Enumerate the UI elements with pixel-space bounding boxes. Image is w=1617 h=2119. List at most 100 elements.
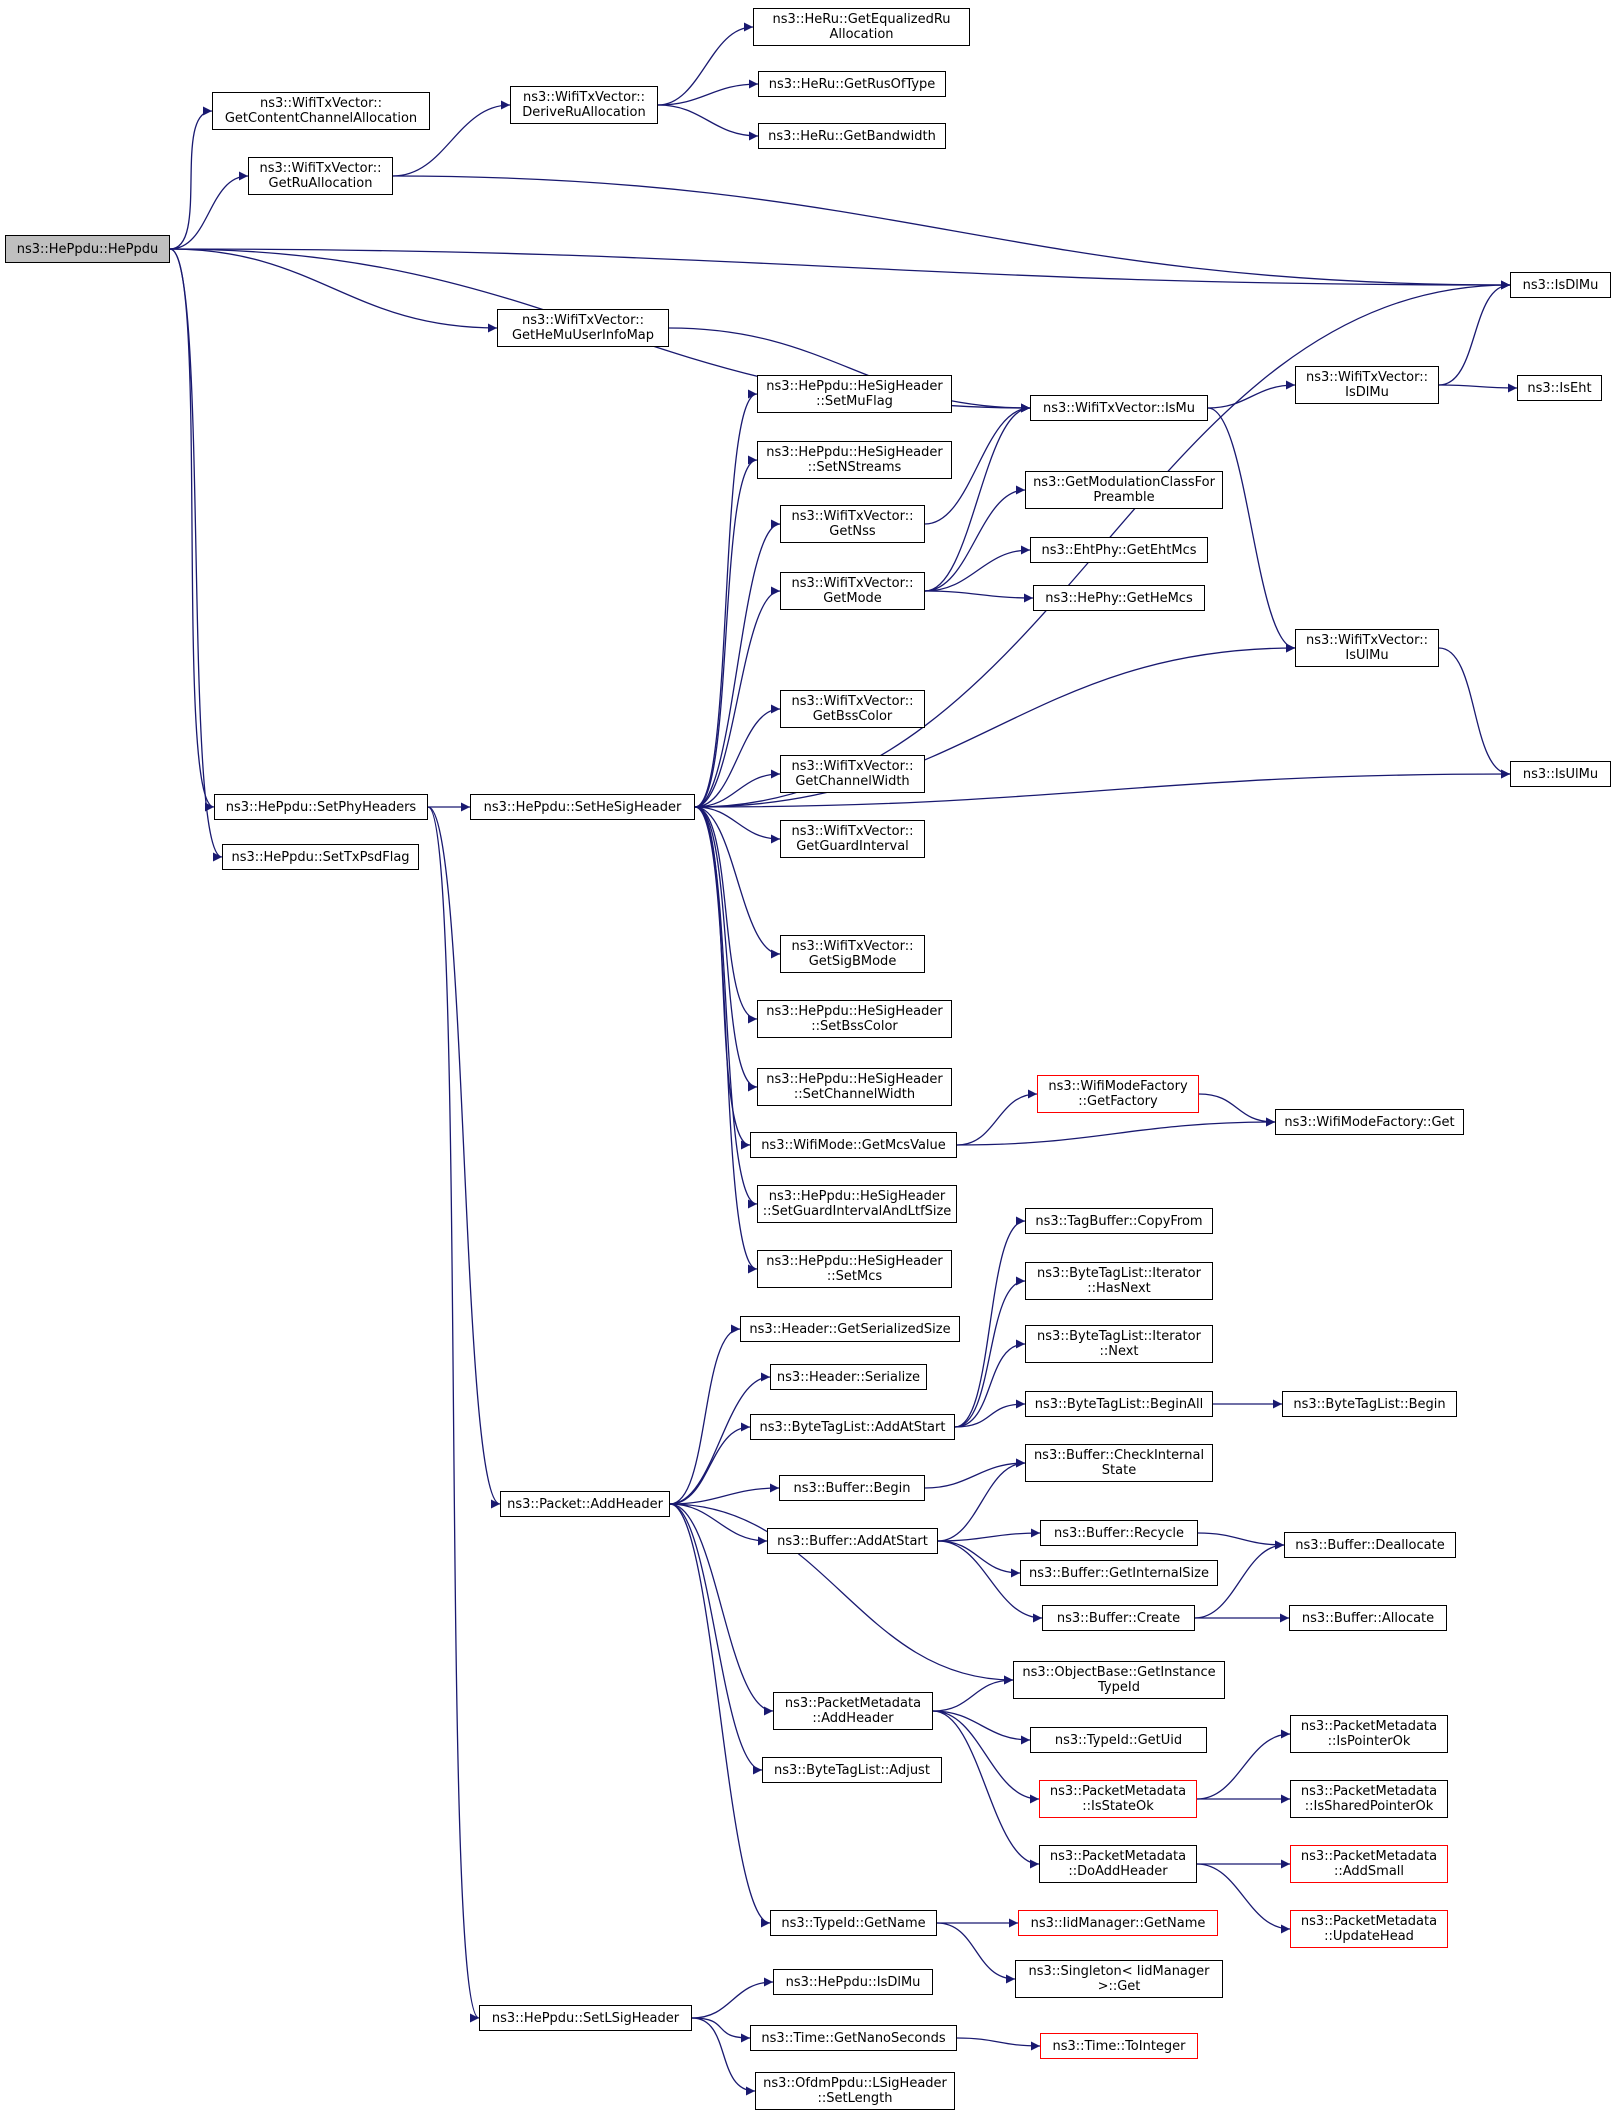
- node-btl-begin-all[interactable]: ns3::ByteTagList::BeginAll: [1025, 1391, 1213, 1417]
- edge-pm-add-header-to-obj-get-tid: [932, 1675, 1014, 1712]
- node-he-ru-bw[interactable]: ns3::HeRu::GetBandwidth: [758, 123, 946, 149]
- edge-tx-is-dl-mu-to-is-eht: [1438, 383, 1518, 393]
- edge-pkt-add-header-to-btl-adjust: [669, 1503, 763, 1775]
- edge-btl-add-at-start-to-btl-has-next: [954, 1276, 1026, 1428]
- node-derive-ru[interactable]: ns3::WifiTxVector::DeriveRuAllocation: [510, 86, 658, 124]
- node-tx-is-mu[interactable]: ns3::WifiTxVector::IsMu: [1030, 395, 1208, 421]
- node-label-line: ns3::WifiTxVector::: [791, 824, 914, 839]
- node-get-ru-alloc[interactable]: ns3::WifiTxVector::GetRuAllocation: [248, 157, 393, 195]
- node-iid-get-name[interactable]: ns3::IidManager::GetName: [1018, 1910, 1218, 1936]
- node-label-line: ns3::WifiTxVector::: [791, 509, 914, 524]
- node-label-line: GetContentChannelAllocation: [224, 111, 418, 126]
- node-buf-recycle[interactable]: ns3::Buffer::Recycle: [1040, 1520, 1198, 1546]
- node-is-eht[interactable]: ns3::IsEht: [1517, 375, 1602, 401]
- node-buf-get-int-size[interactable]: ns3::Buffer::GetInternalSize: [1020, 1560, 1218, 1586]
- node-ofdm-set-len[interactable]: ns3::OfdmPpdu::LSigHeader::SetLength: [755, 2072, 955, 2110]
- node-btl-add-at-start[interactable]: ns3::ByteTagList::AddAtStart: [750, 1414, 955, 1440]
- node-label-line: ns3::Buffer::AddAtStart: [777, 1533, 928, 1549]
- node-label-line: ns3::HeRu::GetEqualizedRu: [772, 12, 951, 27]
- node-label-line: Allocation: [829, 27, 894, 42]
- node-label-line: ns3::Time::GetNanoSeconds: [761, 2030, 946, 2046]
- node-tx-is-dl-mu[interactable]: ns3::WifiTxVector::IsDlMu: [1295, 366, 1439, 404]
- node-label-line: ns3::IsDlMu: [1522, 277, 1599, 293]
- node-buf-create[interactable]: ns3::Buffer::Create: [1042, 1605, 1195, 1631]
- node-pm-do-add[interactable]: ns3::PacketMetadata::DoAddHeader: [1039, 1845, 1197, 1883]
- node-get-he-mu-user[interactable]: ns3::WifiTxVector::GetHeMuUserInfoMap: [497, 309, 669, 347]
- node-set-phy-headers[interactable]: ns3::HePpdu::SetPhyHeaders: [214, 794, 428, 820]
- node-set-mcs[interactable]: ns3::HePpdu::HeSigHeader::SetMcs: [757, 1250, 952, 1288]
- node-set-bss-color[interactable]: ns3::HePpdu::HeSigHeader::SetBssColor: [757, 1000, 952, 1038]
- node-set-nstreams[interactable]: ns3::HePpdu::HeSigHeader::SetNStreams: [757, 441, 952, 479]
- node-get-content-ch[interactable]: ns3::WifiTxVector::GetContentChannelAllo…: [212, 92, 430, 130]
- edge-buf-create-to-buf-dealloc: [1194, 1540, 1285, 1619]
- node-buf-add-at-start[interactable]: ns3::Buffer::AddAtStart: [767, 1528, 938, 1554]
- edge-pkt-add-header-to-obj-get-tid: [669, 1503, 1014, 1685]
- node-get-he-mcs[interactable]: ns3::HePhy::GetHeMcs: [1033, 585, 1205, 611]
- node-get-ch-width[interactable]: ns3::WifiTxVector::GetChannelWidth: [780, 755, 925, 793]
- node-label-line: ns3::ByteTagList::Iterator: [1037, 1329, 1201, 1344]
- node-get-sig-b[interactable]: ns3::WifiTxVector::GetSigBMode: [780, 935, 925, 973]
- node-tx-is-ul-mu[interactable]: ns3::WifiTxVector::IsUlMu: [1295, 629, 1439, 667]
- edge-pm-is-state-ok-to-pm-is-ptr-ok: [1196, 1729, 1291, 1800]
- node-set-mu-flag[interactable]: ns3::HePpdu::HeSigHeader::SetMuFlag: [757, 375, 952, 413]
- node-get-guard[interactable]: ns3::WifiTxVector::GetGuardInterval: [780, 820, 925, 858]
- edge-btl-add-at-start-to-btl-begin-all: [954, 1399, 1026, 1428]
- node-set-ch-width[interactable]: ns3::HePpdu::HeSigHeader::SetChannelWidt…: [757, 1068, 952, 1106]
- node-get-mcs-value[interactable]: ns3::WifiMode::GetMcsValue: [750, 1132, 957, 1158]
- node-is-ul-mu-free[interactable]: ns3::IsUlMu: [1510, 761, 1611, 787]
- node-btl-adjust[interactable]: ns3::ByteTagList::Adjust: [762, 1757, 942, 1783]
- node-pm-is-ptr-ok[interactable]: ns3::PacketMetadata::IsPointerOk: [1290, 1715, 1448, 1753]
- node-get-mode[interactable]: ns3::WifiTxVector::GetMode: [780, 572, 925, 610]
- node-label-line: IsDlMu: [1345, 385, 1389, 400]
- node-set-lsig[interactable]: ns3::HePpdu::SetLSigHeader: [479, 2005, 692, 2031]
- node-label-line: ns3::OfdmPpdu::LSigHeader: [763, 2076, 947, 2091]
- node-btl-has-next[interactable]: ns3::ByteTagList::Iterator::HasNext: [1025, 1262, 1213, 1300]
- node-he-ppdu-is-dl-mu[interactable]: ns3::HePpdu::IsDlMu: [773, 1969, 933, 1995]
- node-wmf-get[interactable]: ns3::WifiModeFactory::Get: [1275, 1109, 1464, 1135]
- edge-tx-is-mu-to-tx-is-dl-mu: [1207, 380, 1296, 409]
- node-pkt-add-header[interactable]: ns3::Packet::AddHeader: [500, 1491, 670, 1517]
- node-singleton-get[interactable]: ns3::Singleton< IidManager>::Get: [1015, 1960, 1223, 1998]
- node-hdr-serialize[interactable]: ns3::Header::Serialize: [770, 1364, 927, 1390]
- edge-he-ppdu-to-get-he-mu-user: [169, 248, 498, 333]
- node-get-nss[interactable]: ns3::WifiTxVector::GetNss: [780, 505, 925, 543]
- node-tag-copy-from[interactable]: ns3::TagBuffer::CopyFrom: [1025, 1208, 1213, 1234]
- node-hdr-ser-size[interactable]: ns3::Header::GetSerializedSize: [740, 1316, 960, 1342]
- node-label-line: ns3::IsEht: [1527, 380, 1592, 396]
- edge-he-ppdu-to-get-ru-alloc: [169, 171, 249, 250]
- node-tid-get-uid[interactable]: ns3::TypeId::GetUid: [1030, 1727, 1207, 1753]
- edge-pm-do-add-to-pm-upd-head: [1196, 1863, 1291, 1934]
- node-pm-add-header[interactable]: ns3::PacketMetadata::AddHeader: [773, 1692, 933, 1730]
- node-label-line: DeriveRuAllocation: [522, 105, 646, 120]
- node-pm-add-small[interactable]: ns3::PacketMetadata::AddSmall: [1290, 1845, 1448, 1883]
- node-set-gi[interactable]: ns3::HePpdu::HeSigHeader::SetGuardInterv…: [757, 1185, 957, 1223]
- node-pm-is-state-ok[interactable]: ns3::PacketMetadata::IsStateOk: [1039, 1780, 1197, 1818]
- edge-set-he-sig-to-get-guard: [694, 806, 781, 844]
- node-buf-begin[interactable]: ns3::Buffer::Begin: [779, 1475, 925, 1501]
- node-get-bss-color[interactable]: ns3::WifiTxVector::GetBssColor: [780, 690, 925, 728]
- node-label-line: ::SetChannelWidth: [793, 1087, 916, 1102]
- node-buf-dealloc[interactable]: ns3::Buffer::Deallocate: [1284, 1532, 1456, 1558]
- node-time-to-int[interactable]: ns3::Time::ToInteger: [1040, 2033, 1198, 2059]
- node-btl-next[interactable]: ns3::ByteTagList::Iterator::Next: [1025, 1325, 1213, 1363]
- node-is-dl-mu-free[interactable]: ns3::IsDlMu: [1510, 272, 1611, 298]
- node-pm-is-shared[interactable]: ns3::PacketMetadata::IsSharedPointerOk: [1290, 1780, 1448, 1818]
- node-wmf-get-factory[interactable]: ns3::WifiModeFactory::GetFactory: [1037, 1075, 1199, 1113]
- node-pm-upd-head[interactable]: ns3::PacketMetadata::UpdateHead: [1290, 1910, 1448, 1948]
- node-buf-alloc[interactable]: ns3::Buffer::Allocate: [1289, 1605, 1447, 1631]
- node-label-line: ns3::IsUlMu: [1522, 766, 1599, 782]
- edge-tx-is-mu-to-tx-is-ul-mu: [1207, 407, 1296, 653]
- edge-get-ru-alloc-to-derive-ru: [392, 100, 511, 177]
- node-btl-begin[interactable]: ns3::ByteTagList::Begin: [1282, 1391, 1457, 1417]
- node-time-get-nano[interactable]: ns3::Time::GetNanoSeconds: [750, 2025, 957, 2051]
- edge-get-he-mu-user-to-tx-is-mu: [668, 327, 1031, 413]
- node-set-tx-psd[interactable]: ns3::HePpdu::SetTxPsdFlag: [222, 844, 419, 870]
- node-get-rus-of-type[interactable]: ns3::HeRu::GetRusOfType: [758, 71, 946, 97]
- node-tid-get-name[interactable]: ns3::TypeId::GetName: [770, 1910, 937, 1936]
- node-get-eht-mcs[interactable]: ns3::EhtPhy::GetEhtMcs: [1030, 537, 1208, 563]
- node-set-he-sig[interactable]: ns3::HePpdu::SetHeSigHeader: [470, 794, 695, 820]
